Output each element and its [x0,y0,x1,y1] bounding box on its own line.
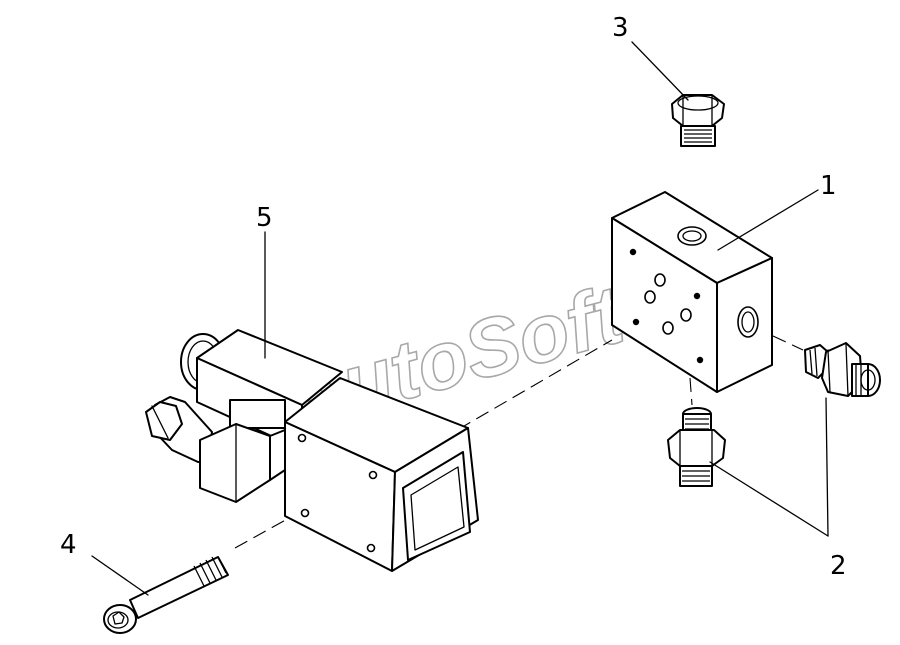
leader-lines [91,41,829,596]
callout-3: 3 [612,13,629,43]
part-2-fitting-right [804,342,881,397]
part-5-solenoid-valve [145,329,479,572]
callout-1: 1 [820,171,837,201]
callout-4: 4 [60,530,77,560]
callout-5: 5 [256,203,273,233]
part-3-plug [671,94,725,147]
part-4-screw [103,556,229,634]
callout-2: 2 [830,551,847,581]
part-2-fitting-bottom [667,407,726,487]
assembly-axis-lines [234,335,804,549]
part-1-manifold-block [611,191,773,393]
